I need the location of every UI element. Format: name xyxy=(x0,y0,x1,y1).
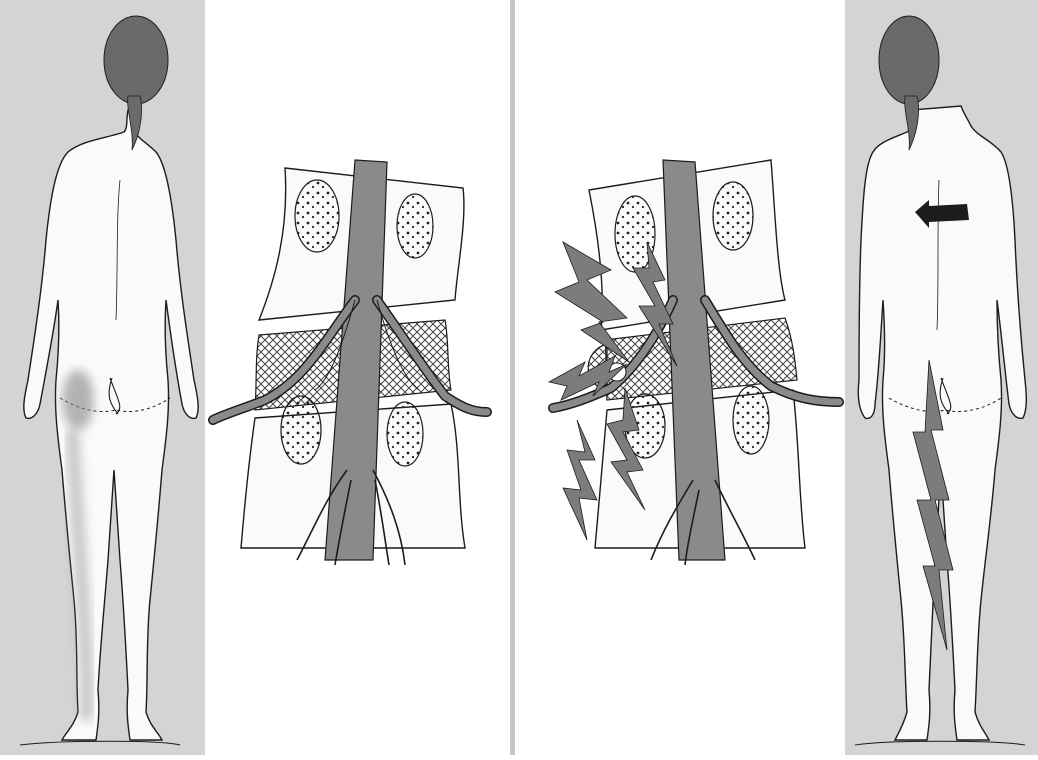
herniated-spine-diagram xyxy=(515,0,845,755)
bone-marrow-upper-right xyxy=(397,194,433,258)
hair xyxy=(879,16,939,104)
right-body-figure xyxy=(845,0,1038,755)
bone-marrow-lower-right xyxy=(387,402,423,466)
bone-marrow-upper-left xyxy=(295,180,339,252)
hair xyxy=(104,16,168,104)
herniated-spine-panel xyxy=(515,0,845,755)
left-body-figure xyxy=(0,0,205,755)
bone-marrow-lower-right xyxy=(733,386,769,454)
right-body-figure-panel xyxy=(845,0,1038,755)
bone-marrow-upper-right xyxy=(713,182,753,250)
bone-marrow-lower-left xyxy=(281,396,321,464)
left-body-figure-panel xyxy=(0,0,205,755)
normal-spine-panel xyxy=(205,0,510,755)
buttock-pain-shading xyxy=(62,370,94,430)
normal-spine-diagram xyxy=(205,0,510,755)
